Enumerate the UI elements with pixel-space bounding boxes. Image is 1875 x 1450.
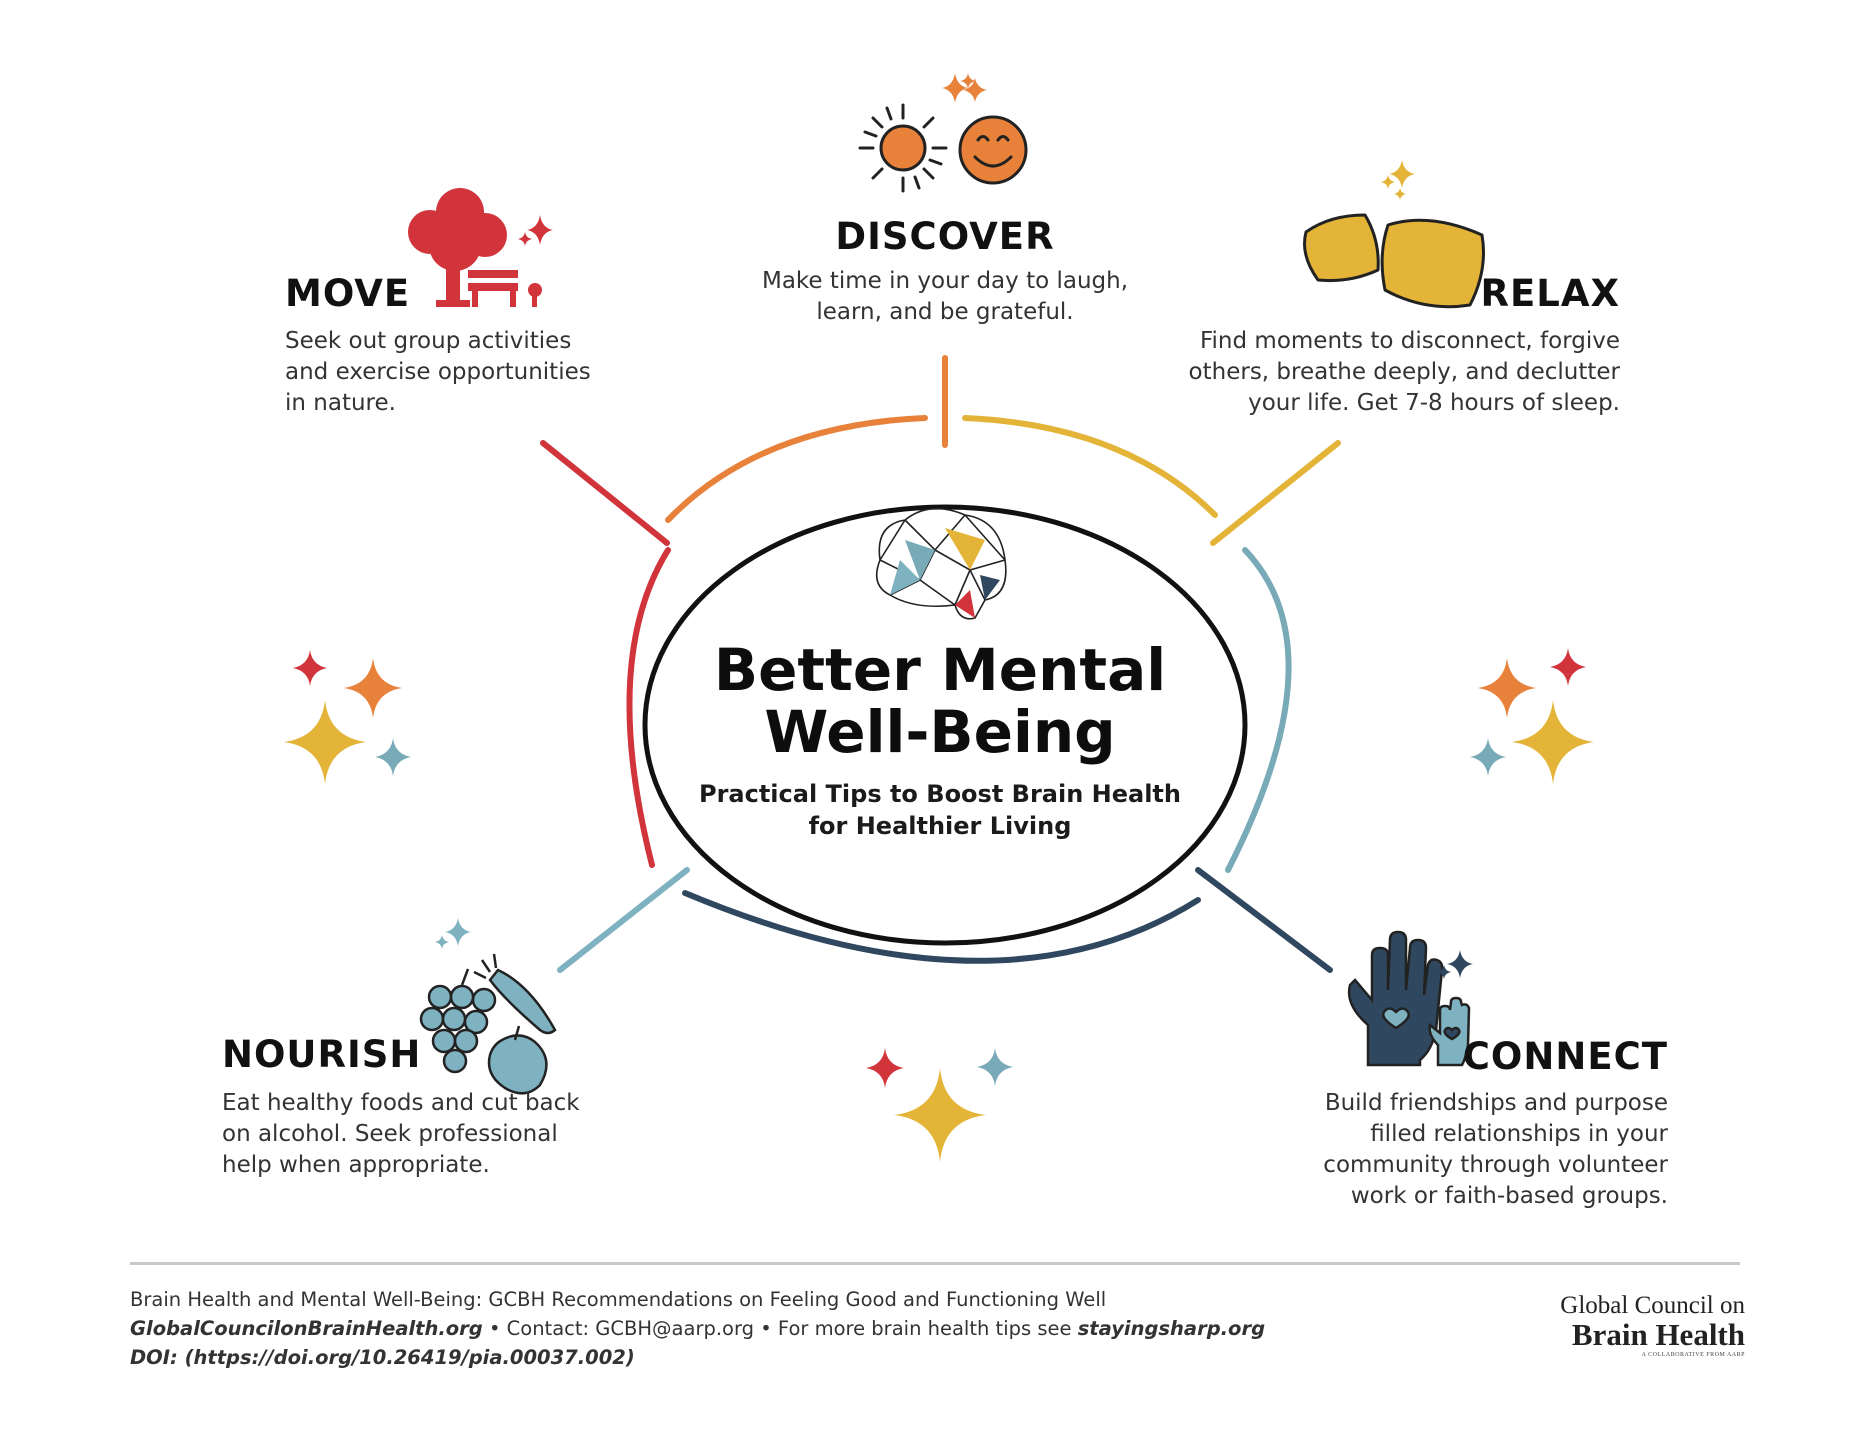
spoke-connect xyxy=(1195,867,1333,973)
connect-description: Build friendships and purpose filled rel… xyxy=(1200,1088,1668,1212)
logo-line1: Global Council on xyxy=(1560,1292,1745,1319)
sparkles-bottom xyxy=(866,1048,1013,1162)
nourish-description: Eat healthy foods and cut back on alcoho… xyxy=(222,1088,580,1181)
pillows-icon xyxy=(1303,213,1485,309)
brain-icon xyxy=(875,507,1007,620)
connect-desc-line: filled relationships in your xyxy=(1370,1121,1668,1147)
sparkles-connect xyxy=(1437,950,1473,979)
tree-and-bench-icon xyxy=(408,188,542,307)
nourish-desc-line: help when appropriate. xyxy=(222,1152,490,1178)
sparkles-move xyxy=(518,215,553,246)
arc-relax xyxy=(962,415,1218,518)
footer-doi-text: DOI: (https://doi.org/10.26419/pia.00037… xyxy=(130,1346,635,1369)
logo-tagline: A COLLABORATIVE FROM AARP xyxy=(1641,1352,1745,1358)
sparkles-right xyxy=(1470,648,1594,784)
helping-hands-icon xyxy=(1347,930,1471,1067)
discover-title: DISCOVER xyxy=(835,215,1055,258)
nourish-desc-line: on alcohol. Seek professional xyxy=(222,1121,558,1147)
connect-desc-line: community through volunteer xyxy=(1323,1152,1668,1178)
arc-connect-teal xyxy=(1225,547,1292,873)
spoke-move xyxy=(540,440,670,546)
grapes-carrot-apple-icon xyxy=(419,953,557,1095)
center-title-line2: Well-Being xyxy=(764,698,1116,766)
footer-contact-text: • Contact: GCBH@aarp.org • For more brai… xyxy=(482,1317,1078,1340)
sparkles-discover xyxy=(942,73,987,103)
center-title-line1: Better Mental xyxy=(713,636,1167,704)
connect-title: CONNECT xyxy=(1462,1035,1668,1078)
discover-desc-line: learn, and be grateful. xyxy=(816,299,1074,325)
move-description: Seek out group activities and exercise o… xyxy=(285,326,591,419)
sparkles-left xyxy=(284,650,411,784)
move-desc-line: in nature. xyxy=(285,390,396,416)
footer-divider xyxy=(130,1262,1740,1265)
move-desc-line: Seek out group activities xyxy=(285,328,572,354)
center-subtitle-line1: Practical Tips to Boost Brain Health xyxy=(698,780,1181,808)
arc-connect-navy xyxy=(682,890,1201,964)
footer-contact: GlobalCouncilonBrainHealth.org • Contact… xyxy=(130,1317,1265,1340)
arc-move xyxy=(626,547,671,868)
move-title: MOVE xyxy=(285,272,411,315)
discover-description: Make time in your day to laugh, learn, a… xyxy=(720,266,1170,328)
relax-desc-line: Find moments to disconnect, forgive xyxy=(1199,328,1620,354)
footer-source: Brain Health and Mental Well-Being: GCBH… xyxy=(130,1288,1107,1311)
gcbh-logo: Global Council on Brain Health A COLLABO… xyxy=(1530,1292,1745,1359)
center-ellipse xyxy=(642,504,1248,946)
footer-doi[interactable]: DOI: (https://doi.org/10.26419/pia.00037… xyxy=(130,1346,635,1369)
relax-title: RELAX xyxy=(1480,272,1620,315)
spoke-nourish xyxy=(557,867,690,973)
connect-desc-line: work or faith-based groups. xyxy=(1350,1183,1668,1209)
arc-discover xyxy=(665,415,928,523)
move-desc-line: and exercise opportunities xyxy=(285,359,591,385)
logo-line2: Brain Health xyxy=(1571,1317,1745,1352)
discover-desc-line: Make time in your day to laugh, xyxy=(761,268,1129,294)
center-subtitle-line2: for Healthier Living xyxy=(808,812,1072,840)
connect-desc-line: Build friendships and purpose xyxy=(1324,1090,1668,1116)
relax-desc-line: others, breathe deeply, and declutter xyxy=(1188,359,1620,385)
relax-description: Find moments to disconnect, forgive othe… xyxy=(1100,326,1620,419)
sparkles-nourish xyxy=(435,918,471,949)
relax-desc-line: your life. Get 7-8 hours of sleep. xyxy=(1248,390,1620,416)
footer-site-link[interactable]: GlobalCouncilonBrainHealth.org xyxy=(130,1317,483,1340)
nourish-title: NOURISH xyxy=(222,1033,422,1076)
nourish-desc-line: Eat healthy foods and cut back xyxy=(222,1090,580,1116)
sun-and-smiley-icon xyxy=(858,103,1028,193)
spoke-relax xyxy=(1210,440,1341,546)
sparkles-relax xyxy=(1381,160,1415,200)
footer-stayingsharp-link[interactable]: stayingsharp.org xyxy=(1077,1317,1266,1340)
